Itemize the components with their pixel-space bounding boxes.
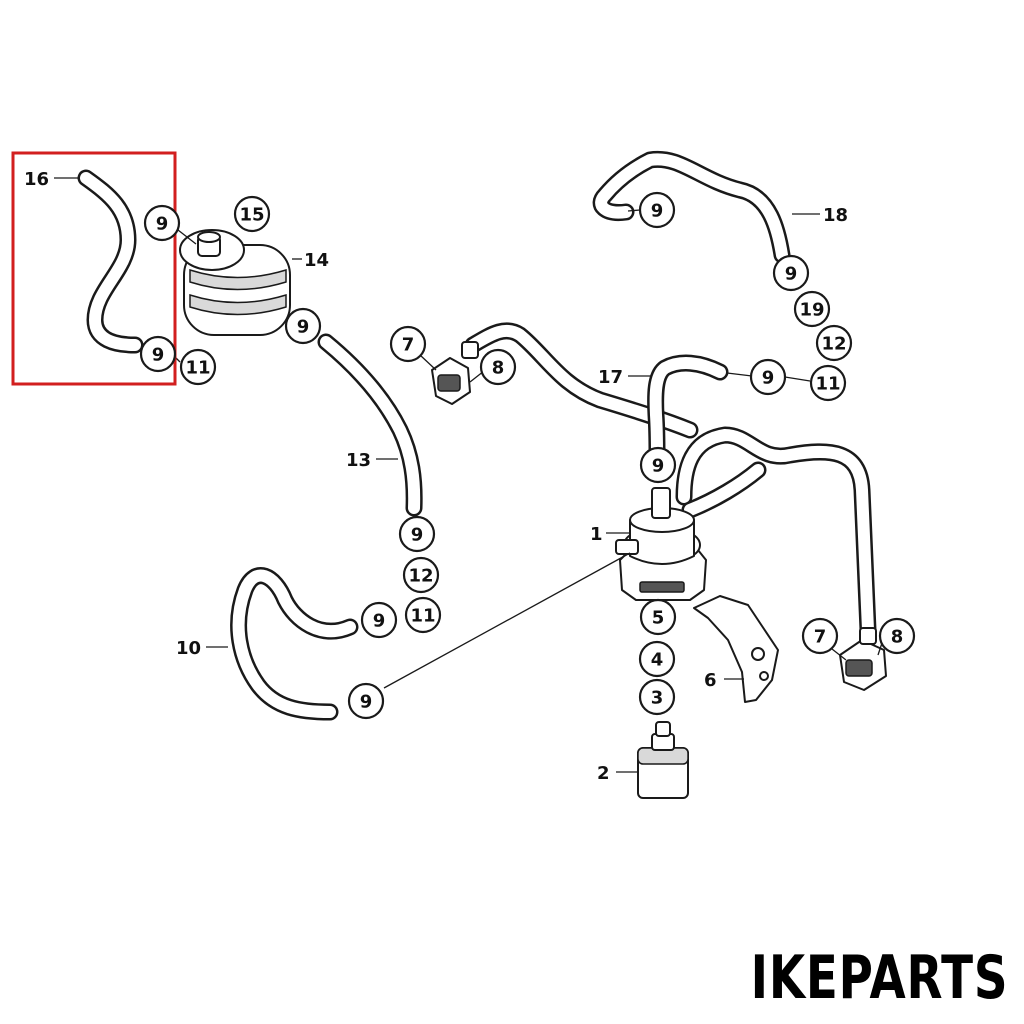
- callout-9-left-lower: 9: [139, 335, 177, 373]
- callout-8-right: 8: [878, 617, 916, 655]
- highlight-box: [11, 151, 177, 386]
- callout-8-left: 8: [479, 348, 517, 386]
- svg-text:9: 9: [360, 692, 373, 713]
- filter-canister: [179, 229, 291, 336]
- label-10: 10: [176, 638, 201, 659]
- callout-15: 15: [233, 195, 271, 233]
- svg-text:5: 5: [652, 608, 665, 629]
- svg-text:7: 7: [402, 335, 415, 356]
- label-17: 17: [598, 367, 623, 388]
- svg-text:9: 9: [156, 214, 169, 235]
- callout-9-hose10-lower: 9: [347, 682, 385, 720]
- svg-text:9: 9: [785, 264, 798, 285]
- label-14: 14: [304, 250, 329, 271]
- callout-12-hose18: 12: [815, 324, 853, 362]
- callout-9-top-left: 9: [143, 204, 181, 242]
- svg-text:9: 9: [762, 368, 775, 389]
- svg-text:9: 9: [651, 201, 664, 222]
- svg-text:9: 9: [373, 611, 386, 632]
- label-18: 18: [823, 205, 848, 226]
- svg-text:12: 12: [408, 566, 433, 587]
- mounting-bracket: [693, 595, 779, 703]
- callout-5: 5: [639, 598, 677, 636]
- callout-4: 4: [638, 640, 676, 678]
- svg-text:8: 8: [492, 358, 505, 379]
- svg-text:7: 7: [814, 627, 827, 648]
- callout-9-hose13: 9: [398, 515, 436, 553]
- hose-pump-right: [675, 426, 877, 639]
- callout-11-hose13: 11: [404, 596, 442, 634]
- label-2: 2: [597, 763, 610, 784]
- label-6: 6: [704, 670, 717, 691]
- label-16: 16: [24, 169, 49, 190]
- svg-text:11: 11: [410, 606, 435, 627]
- svg-text:11: 11: [185, 358, 210, 379]
- hose-17: [647, 354, 729, 464]
- callout-9-hose17-top: 9: [639, 446, 677, 484]
- callout-9-filter: 9: [284, 307, 322, 345]
- svg-text:9: 9: [152, 345, 165, 366]
- valve-left: [431, 341, 479, 405]
- callout-9-hose17-right: 9: [749, 358, 787, 396]
- callout-12-hose13: 12: [402, 556, 440, 594]
- callout-11-hose17-right: 11: [809, 364, 847, 402]
- valve-right: [839, 627, 887, 691]
- svg-text:15: 15: [239, 205, 264, 226]
- brand-watermark: IKEPARTS: [750, 943, 1008, 1013]
- leader-lines: [54, 177, 883, 773]
- svg-text:12: 12: [821, 334, 846, 355]
- fuel-pump: [615, 487, 707, 601]
- hose-18: [592, 150, 791, 264]
- hose-13: [317, 333, 423, 517]
- callout-3: 3: [638, 678, 676, 716]
- svg-text:3: 3: [651, 688, 664, 709]
- callouts: 9 9 11 15 9 7 8 9 12 11 9 9 9 9 11 9 9 1…: [139, 191, 916, 720]
- callout-9-hose10-upper: 9: [360, 601, 398, 639]
- svg-text:9: 9: [652, 456, 665, 477]
- label-13: 13: [346, 450, 371, 471]
- svg-text:4: 4: [651, 650, 664, 671]
- svg-text:9: 9: [411, 525, 424, 546]
- svg-text:8: 8: [891, 627, 904, 648]
- callout-9-hose18-top: 9: [638, 191, 676, 229]
- fuel-damper: [637, 721, 689, 799]
- plain-labels: 16 14 13 10 17 18 1 2 6: [24, 169, 848, 784]
- svg-text:19: 19: [799, 300, 824, 321]
- svg-text:11: 11: [815, 374, 840, 395]
- callout-19: 19: [793, 290, 831, 328]
- svg-text:9: 9: [297, 317, 310, 338]
- hose-16: [77, 169, 144, 354]
- label-1: 1: [590, 524, 603, 545]
- callout-11-left: 11: [179, 348, 217, 386]
- hose-10: [230, 567, 359, 721]
- callout-7-right: 7: [801, 617, 839, 655]
- callout-7-left: 7: [389, 325, 427, 363]
- callout-9-hose18: 9: [772, 254, 810, 292]
